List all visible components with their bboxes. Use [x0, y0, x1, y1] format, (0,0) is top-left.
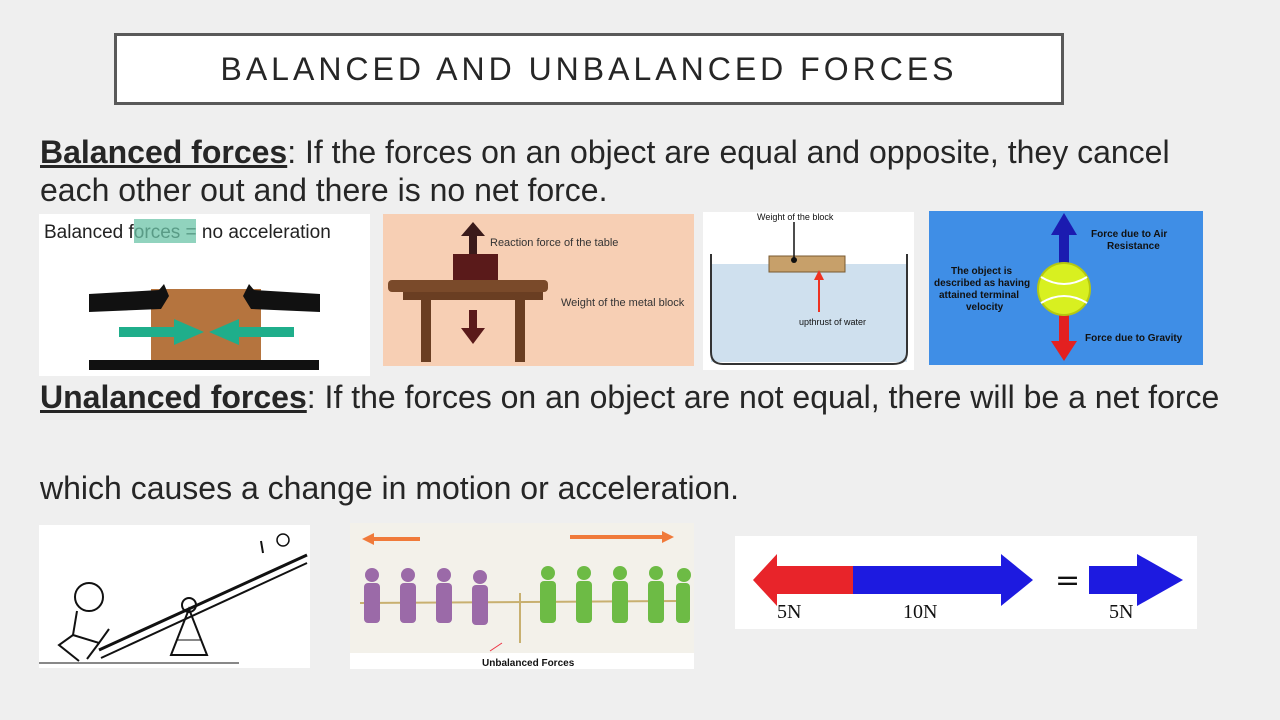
tug-of-war-image: Unbalanced Forces [350, 523, 694, 669]
img7-middle-value: 10N [903, 601, 937, 623]
floating-block-image: Weight of the block upthrust of water [703, 212, 914, 370]
unbalanced-text: : If the forces on an object are not equ… [306, 379, 1220, 415]
balanced-paragraph: Balanced forces: If the forces on an obj… [40, 133, 1220, 209]
img7-equals: = [1055, 563, 1080, 598]
img7-left-value: 5N [777, 601, 801, 623]
img4-object-label-1: The object is [951, 266, 1013, 277]
img3-upthrust-label: upthrust of water [799, 317, 866, 327]
balanced-text: : If the forces on an object are equal a… [40, 134, 1170, 208]
img7-result-value: 5N [1109, 601, 1133, 623]
img4-object-label-2: described as having [934, 278, 1030, 289]
img6-caption: Unbalanced Forces [482, 658, 575, 669]
balanced-term: Balanced forces [40, 134, 288, 170]
balanced-box-image: Balanced forces = no acceleration [39, 214, 370, 376]
img1-caption-post: = no acceleration [180, 222, 331, 243]
img2-reaction-label: Reaction force of the table [490, 237, 618, 249]
unbalanced-paragraph-2: which causes a change in motion or accel… [40, 470, 740, 506]
terminal-velocity-image: Force due to Air Resistance The object i… [929, 211, 1203, 365]
slide-title: BALANCED AND UNBALANCED FORCES [220, 50, 958, 87]
img4-gravity-label: Force due to Gravity [1085, 333, 1183, 344]
img4-air-label-1: Force due to Air [1091, 229, 1167, 240]
img4-air-label-2: Resistance [1107, 241, 1160, 252]
table-block-image: Reaction force of the table Weight of th… [383, 214, 694, 366]
img2-weight-label: Weight of the metal block [561, 297, 685, 309]
unbalanced-term: Unalanced forces [40, 379, 307, 415]
img4-object-label-4: velocity [966, 302, 1004, 313]
net-force-image: = 5N 10N 5N [735, 536, 1197, 629]
seesaw-image [39, 525, 310, 668]
slide-title-box: BALANCED AND UNBALANCED FORCES [114, 33, 1064, 105]
img1-caption-pre: Balanced [44, 222, 129, 243]
unbalanced-paragraph: Unalanced forces: If the forces on an ob… [40, 378, 1220, 416]
img3-weight-label: Weight of the block [757, 212, 834, 222]
img4-object-label-3: attained terminal [939, 290, 1019, 301]
